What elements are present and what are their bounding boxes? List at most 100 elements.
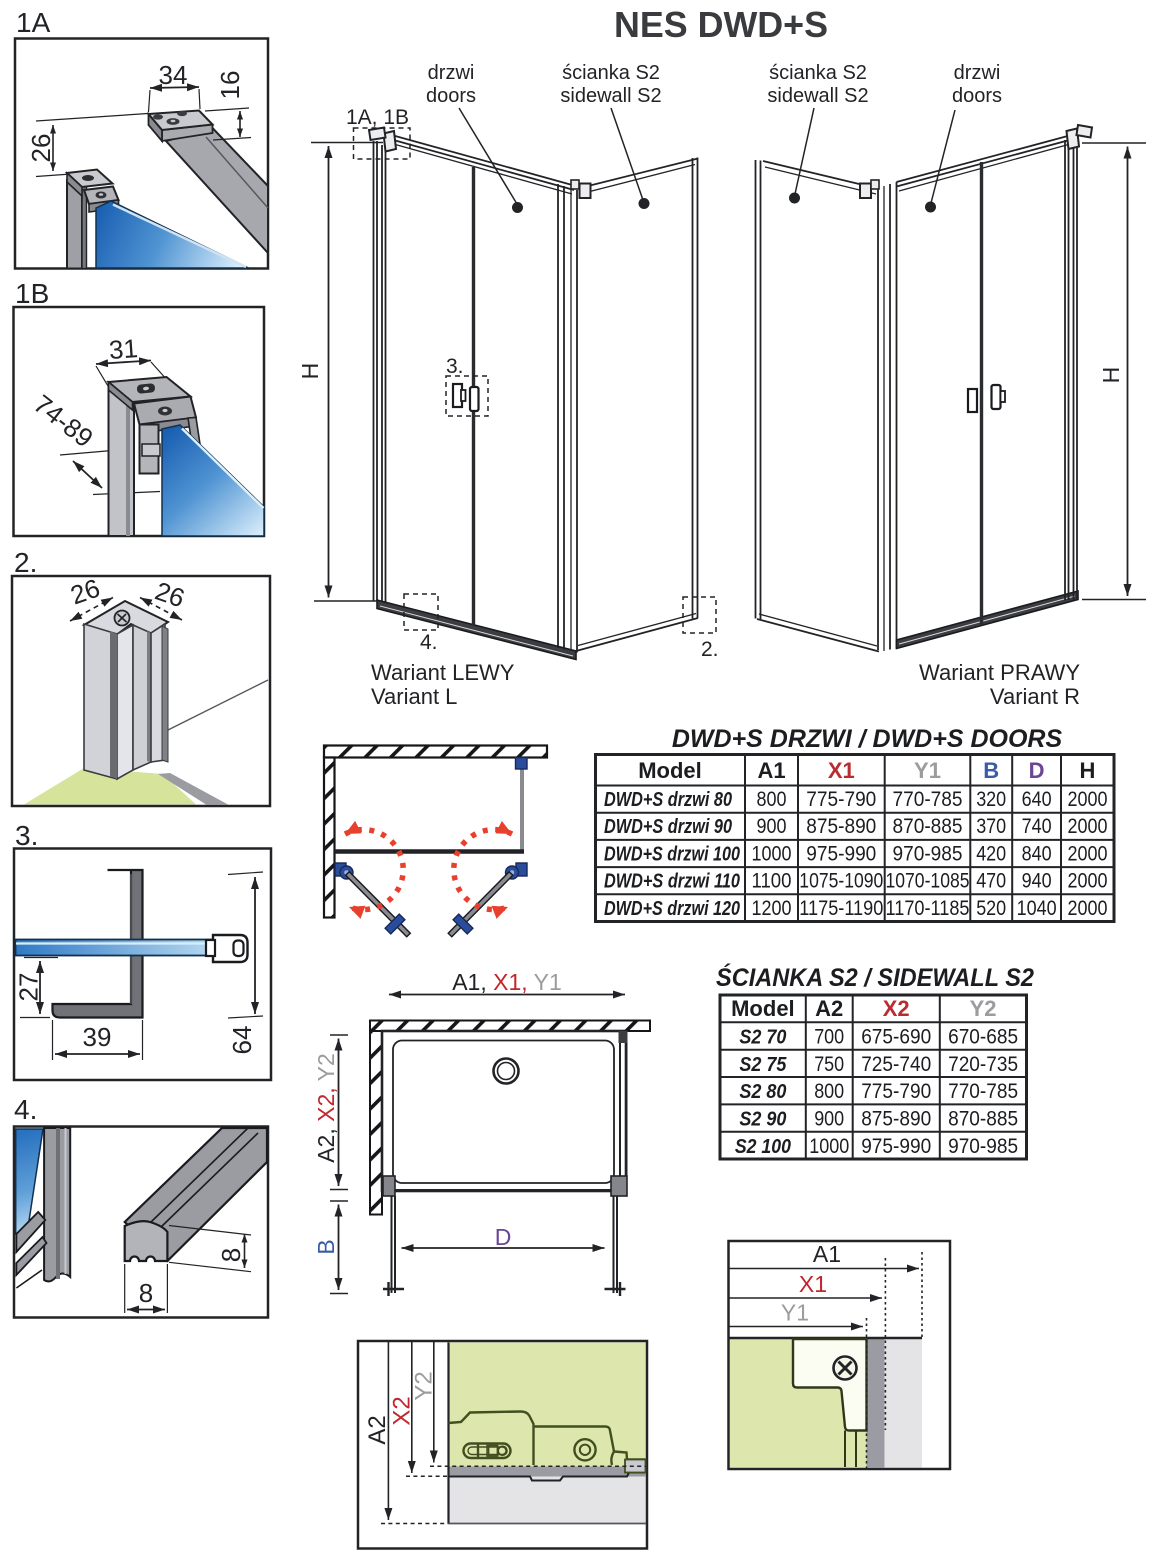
svg-text:26: 26 bbox=[151, 576, 188, 614]
svg-text:8: 8 bbox=[139, 1278, 153, 1308]
svg-text:B: B bbox=[313, 1239, 339, 1254]
svg-text:drzwi: drzwi bbox=[954, 62, 1001, 84]
svg-text:725-740: 725-740 bbox=[861, 1053, 931, 1076]
svg-text:800: 800 bbox=[814, 1080, 844, 1103]
svg-text:26: 26 bbox=[26, 134, 56, 163]
svg-text:Model: Model bbox=[638, 758, 702, 783]
svg-text:drzwi: drzwi bbox=[428, 62, 475, 84]
svg-text:X1: X1 bbox=[828, 758, 855, 783]
svg-text:750: 750 bbox=[814, 1053, 844, 1076]
svg-text:sidewall S2: sidewall S2 bbox=[767, 85, 868, 107]
svg-text:64: 64 bbox=[227, 1026, 257, 1055]
svg-text:2000: 2000 bbox=[1068, 870, 1108, 893]
svg-text:8: 8 bbox=[216, 1248, 246, 1262]
svg-text:27: 27 bbox=[14, 973, 44, 1002]
svg-text:1000: 1000 bbox=[809, 1135, 849, 1158]
svg-text:1040: 1040 bbox=[1017, 897, 1057, 920]
svg-text:ŚCIANKA S2 / SIDEWALL S2: ŚCIANKA S2 / SIDEWALL S2 bbox=[716, 963, 1034, 992]
svg-text:X1: X1 bbox=[799, 1271, 827, 1297]
svg-text:3.: 3. bbox=[446, 355, 464, 378]
svg-text:1200: 1200 bbox=[752, 897, 792, 920]
svg-text:900: 900 bbox=[757, 815, 787, 838]
svg-text:2000: 2000 bbox=[1068, 897, 1108, 920]
svg-text:675-690: 675-690 bbox=[861, 1026, 931, 1049]
svg-text:doors: doors bbox=[426, 85, 476, 107]
svg-text:S2 70: S2 70 bbox=[739, 1027, 786, 1049]
svg-text:1075-1090: 1075-1090 bbox=[799, 870, 883, 893]
svg-text:370: 370 bbox=[976, 815, 1006, 838]
svg-text:720-735: 720-735 bbox=[948, 1053, 1018, 1076]
svg-text:S2 75: S2 75 bbox=[739, 1054, 787, 1076]
svg-text:1000: 1000 bbox=[752, 842, 792, 865]
svg-text:Wariant LEWY: Wariant LEWY bbox=[371, 660, 515, 685]
svg-text:Y2: Y2 bbox=[411, 1371, 438, 1400]
svg-text:740: 740 bbox=[1022, 815, 1052, 838]
svg-text:DWD+S DRZWI / DWD+S DOORS: DWD+S DRZWI / DWD+S DOORS bbox=[672, 725, 1063, 753]
svg-text:ścianka S2: ścianka S2 bbox=[562, 62, 660, 84]
svg-text:420: 420 bbox=[976, 842, 1006, 865]
svg-text:S2 100: S2 100 bbox=[735, 1136, 791, 1158]
svg-text:4.: 4. bbox=[14, 1094, 37, 1125]
svg-text:Y1: Y1 bbox=[781, 1300, 809, 1326]
svg-text:775-790: 775-790 bbox=[861, 1080, 931, 1103]
svg-text:4.: 4. bbox=[420, 631, 438, 654]
svg-text:975-990: 975-990 bbox=[806, 842, 876, 865]
svg-text:DWD+S drzwi 120: DWD+S drzwi 120 bbox=[604, 898, 740, 920]
svg-text:2000: 2000 bbox=[1068, 842, 1108, 865]
svg-text:H: H bbox=[297, 363, 323, 380]
svg-text:Variant L: Variant L bbox=[371, 684, 457, 709]
svg-text:A2: A2 bbox=[364, 1415, 391, 1444]
svg-text:520: 520 bbox=[976, 897, 1006, 920]
svg-text:940: 940 bbox=[1022, 870, 1052, 893]
svg-text:975-990: 975-990 bbox=[861, 1135, 931, 1158]
svg-text:DWD+S drzwi 90: DWD+S drzwi 90 bbox=[604, 816, 732, 838]
svg-text:31: 31 bbox=[108, 333, 139, 365]
svg-text:1175-1190: 1175-1190 bbox=[799, 897, 883, 920]
svg-text:A1: A1 bbox=[757, 758, 785, 783]
svg-text:A1, X1, Y1: A1, X1, Y1 bbox=[452, 969, 562, 995]
svg-text:Wariant PRAWY: Wariant PRAWY bbox=[919, 660, 1080, 685]
svg-text:S2 80: S2 80 bbox=[739, 1081, 786, 1103]
svg-text:H: H bbox=[1098, 367, 1124, 384]
svg-text:74-89: 74-89 bbox=[28, 389, 99, 454]
svg-text:sidewall S2: sidewall S2 bbox=[560, 85, 661, 107]
svg-text:870-885: 870-885 bbox=[893, 815, 963, 838]
svg-text:1100: 1100 bbox=[752, 870, 792, 893]
svg-text:470: 470 bbox=[976, 870, 1006, 893]
svg-text:DWD+S drzwi 80: DWD+S drzwi 80 bbox=[604, 789, 732, 811]
svg-text:B: B bbox=[983, 758, 999, 783]
svg-text:1170-1185: 1170-1185 bbox=[886, 897, 970, 920]
svg-text:770-785: 770-785 bbox=[948, 1080, 1018, 1103]
svg-text:1A: 1A bbox=[16, 7, 51, 38]
svg-text:3.: 3. bbox=[15, 820, 38, 851]
svg-text:D: D bbox=[495, 1224, 512, 1250]
svg-text:900: 900 bbox=[814, 1108, 844, 1131]
svg-text:NES DWD+S: NES DWD+S bbox=[614, 4, 828, 45]
svg-text:DWD+S drzwi 100: DWD+S drzwi 100 bbox=[604, 843, 740, 865]
svg-text:S2 90: S2 90 bbox=[739, 1109, 786, 1131]
svg-text:X2: X2 bbox=[883, 996, 910, 1021]
svg-text:2000: 2000 bbox=[1068, 815, 1108, 838]
svg-text:875-890: 875-890 bbox=[806, 815, 876, 838]
svg-text:870-885: 870-885 bbox=[948, 1108, 1018, 1131]
svg-text:doors: doors bbox=[952, 85, 1002, 107]
svg-text:800: 800 bbox=[757, 788, 787, 811]
svg-text:840: 840 bbox=[1022, 842, 1052, 865]
svg-text:320: 320 bbox=[976, 788, 1006, 811]
svg-text:Y2: Y2 bbox=[970, 996, 997, 1021]
svg-text:970-985: 970-985 bbox=[893, 842, 963, 865]
svg-text:H: H bbox=[1080, 758, 1096, 783]
svg-text:775-790: 775-790 bbox=[806, 788, 876, 811]
svg-text:34: 34 bbox=[159, 60, 188, 90]
svg-text:39: 39 bbox=[83, 1022, 112, 1052]
svg-text:A2, X2, Y2: A2, X2, Y2 bbox=[313, 1053, 339, 1163]
svg-text:770-785: 770-785 bbox=[893, 788, 963, 811]
svg-text:970-985: 970-985 bbox=[948, 1135, 1018, 1158]
svg-text:640: 640 bbox=[1022, 788, 1052, 811]
svg-text:700: 700 bbox=[814, 1026, 844, 1049]
svg-text:2000: 2000 bbox=[1068, 788, 1108, 811]
svg-text:DWD+S drzwi 110: DWD+S drzwi 110 bbox=[604, 871, 740, 893]
svg-text:26: 26 bbox=[67, 573, 104, 611]
svg-text:2.: 2. bbox=[701, 638, 719, 661]
svg-text:1070-1085: 1070-1085 bbox=[886, 870, 970, 893]
